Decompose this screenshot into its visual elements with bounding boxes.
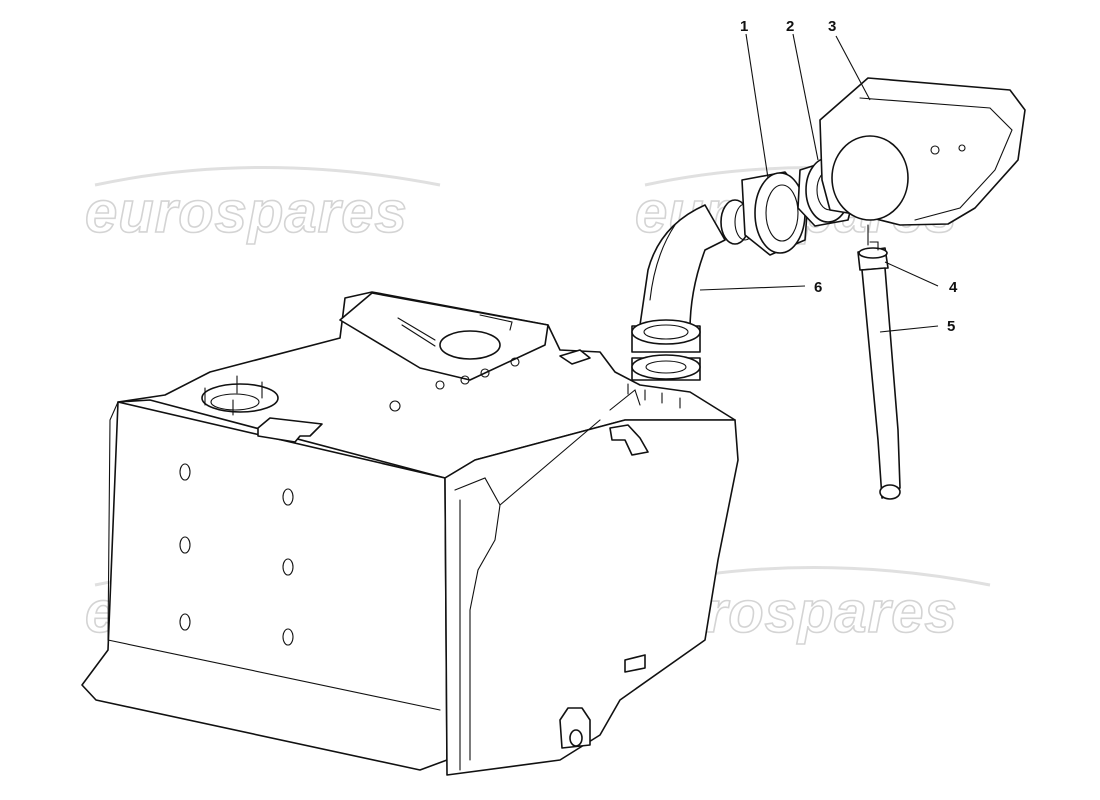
callout-4: 4 [949,279,958,296]
callout-labels: 1 2 3 4 5 6 [740,18,958,335]
filler-housing [819,77,1026,246]
leader-lines [699,33,939,333]
tank-label-plate [257,417,323,443]
callout-3: 3 [828,18,836,35]
callout-1: 1 [740,18,748,35]
seal-ring [741,171,809,256]
callout-6: 6 [814,279,822,296]
hose-clamp [857,241,889,271]
callout-5: 5 [947,318,955,335]
fuel-tank [81,291,739,776]
drain-hose [861,267,901,500]
tank-top-pad [339,292,549,381]
callout-2: 2 [786,18,794,35]
tank-top-opening [439,330,501,360]
filler-housing-opening [831,135,909,221]
watermark-top-left: eurospares [84,166,441,246]
filler-hose [631,199,756,381]
watermark-text: eurospares [85,180,408,245]
tank-right-face [444,419,739,776]
sender-unit-flange [201,383,279,413]
